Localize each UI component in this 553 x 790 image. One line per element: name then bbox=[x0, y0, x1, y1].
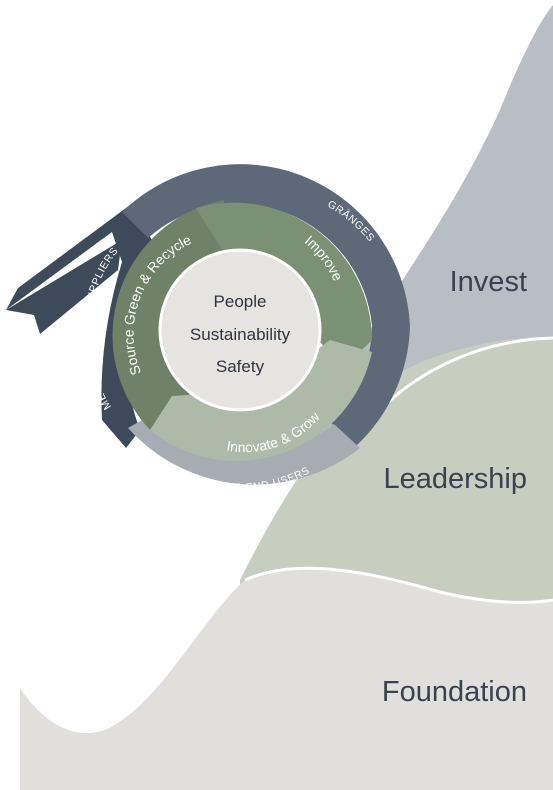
core-safety: Safety bbox=[216, 357, 265, 376]
foundation-divider bbox=[244, 566, 553, 604]
core-people: People bbox=[214, 292, 267, 311]
foundation-layer bbox=[20, 568, 553, 790]
core-circle bbox=[158, 248, 322, 412]
leadership-label: Leadership bbox=[384, 463, 528, 495]
foundation-label: Foundation bbox=[382, 676, 527, 708]
leadership-divider bbox=[378, 336, 553, 412]
granges-ring bbox=[122, 164, 410, 446]
invest-label: Invest bbox=[450, 266, 527, 298]
customers-ring bbox=[128, 412, 360, 485]
core-sustainability: Sustainability bbox=[190, 325, 291, 344]
suppliers-arrow bbox=[6, 205, 152, 448]
suppliers-arrow-head bbox=[6, 240, 122, 334]
